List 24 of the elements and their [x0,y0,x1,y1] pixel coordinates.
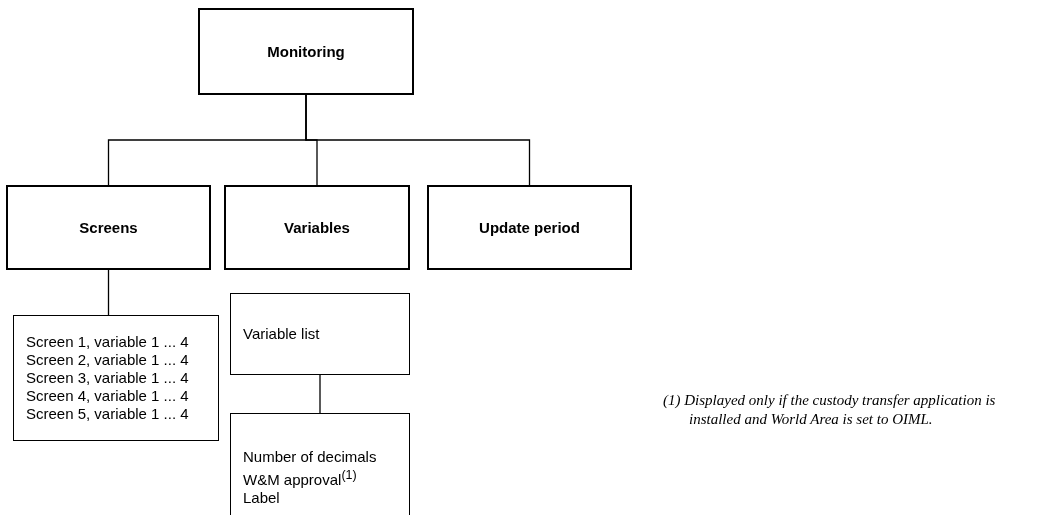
category-label: Update period [479,219,580,236]
item-text: Label [243,489,281,507]
connector-line [107,269,110,316]
connector-line [319,374,321,414]
category-box [6,185,211,270]
item-text: Screen 2, variable 1 ... 4 [26,351,190,369]
item-box [230,413,410,515]
item-text: Variable list [243,325,321,343]
category-label: Variables [284,219,350,236]
connector-line [305,94,531,186]
category-box [427,185,632,270]
item-text: Number of decimals [243,448,378,466]
item-text: Screen 3, variable 1 ... 4 [26,369,190,387]
item-box [13,315,219,441]
footnote: (1) Displayed only if the custody transfer application is installed and World Area is set to OIML. [663,391,997,429]
item-box [230,293,410,375]
item-text: Screen 1, variable 1 ... 4 [26,333,190,351]
item-text: Screen 5, variable 1 ... 4 [26,405,190,423]
category-box [198,8,414,95]
category-label: Screens [79,219,138,236]
item-text: Screen 4, variable 1 ... 4 [26,387,190,405]
item-text: W&M approval$^{(1)}$ [243,467,358,489]
category-label: Monitoring [267,43,345,60]
category-box [224,185,410,270]
